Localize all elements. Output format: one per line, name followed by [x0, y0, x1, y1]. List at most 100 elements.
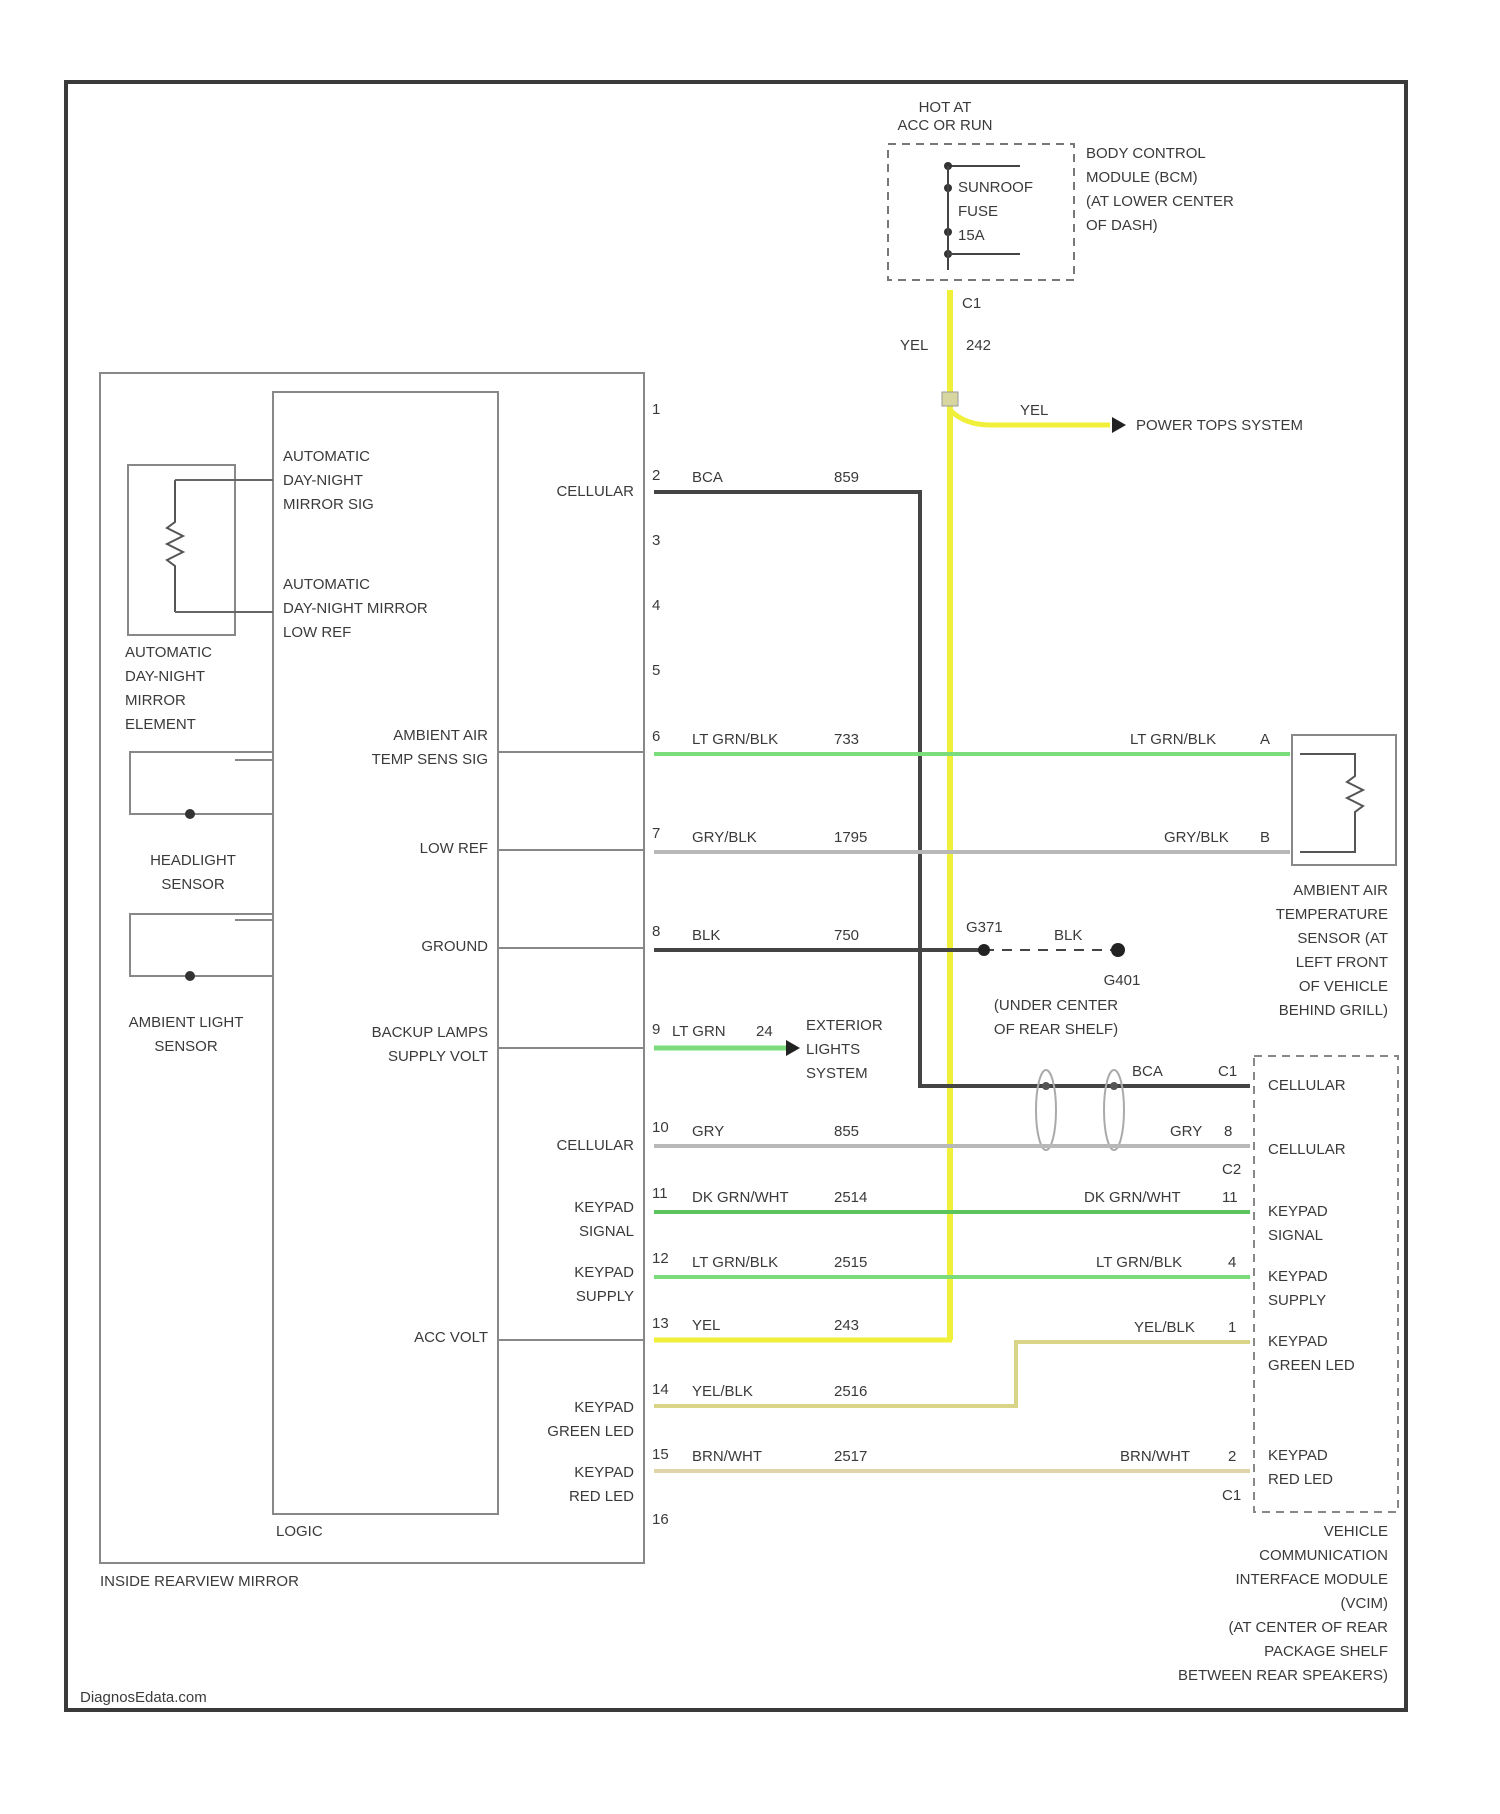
pin-16: 16: [652, 1511, 669, 1528]
pin-3: 3: [652, 532, 660, 549]
wire-14-color: YEL/BLK: [692, 1383, 753, 1400]
headlight-label-2: SENSOR: [161, 876, 225, 893]
power-tops-wire: YEL: [1020, 402, 1048, 419]
mirror-outer-label: INSIDE REARVIEW MIRROR: [100, 1573, 299, 1590]
vcim-wire-4: LT GRN/BLK: [1096, 1254, 1182, 1271]
aat-wire-b: GRY/BLK: [1164, 829, 1229, 846]
logic-backup-2: SUPPLY VOLT: [388, 1048, 488, 1065]
wire-10-circuit: 855: [834, 1123, 859, 1140]
wire-bca-circuit: 859: [834, 469, 859, 486]
wire-11-circuit: 2514: [834, 1189, 867, 1206]
aat-label-3: SENSOR (AT: [1297, 930, 1388, 947]
aat-label-1: AMBIENT AIR: [1293, 882, 1388, 899]
aat-pin-a: A: [1260, 731, 1270, 748]
ground-label-1: (UNDER CENTER: [994, 997, 1118, 1014]
vcim-name-2: CELLULAR: [1268, 1141, 1346, 1158]
bcm-circuit: 242: [966, 337, 991, 354]
diagram-frame: [66, 82, 1406, 1710]
wire-6-color: LT GRN/BLK: [692, 731, 778, 748]
aat-resistor-icon: [1300, 754, 1363, 852]
bcm-wire: YEL: [900, 337, 928, 354]
pin15-name-2: RED LED: [569, 1488, 634, 1505]
aat-wire-a: LT GRN/BLK: [1130, 731, 1216, 748]
vcim-label-5: (AT CENTER OF REAR: [1229, 1619, 1389, 1636]
pin14-name-1: KEYPAD: [574, 1399, 634, 1416]
vcim-label-2: COMMUNICATION: [1259, 1547, 1388, 1564]
hot-label-1: HOT AT: [919, 99, 972, 116]
pin11-name-1: KEYPAD: [574, 1199, 634, 1216]
splice-yel: [942, 392, 958, 406]
logic-sig-1: AUTOMATIC: [283, 448, 370, 465]
vcim-wire-1: BCA: [1132, 1063, 1163, 1080]
headlight-sensor-box: [130, 752, 273, 814]
vcim-label-7: BETWEEN REAR SPEAKERS): [1178, 1667, 1388, 1684]
vcim-pin-4: 4: [1228, 1254, 1236, 1271]
vcim-wire-5: YEL/BLK: [1134, 1319, 1195, 1336]
vcim-name-4b: SUPPLY: [1268, 1292, 1326, 1309]
fuse-label-3: 15A: [958, 227, 985, 244]
ambient-label-1: AMBIENT LIGHT: [129, 1014, 244, 1031]
mirror-element-box: [128, 465, 235, 635]
wire-bca-color: BCA: [692, 469, 723, 486]
logic-accvolt: ACC VOLT: [414, 1329, 488, 1346]
wire-13-color: YEL: [692, 1317, 720, 1334]
logic-ground: GROUND: [421, 938, 488, 955]
pin-14: 14: [652, 1381, 669, 1398]
wire-6-circuit: 733: [834, 731, 859, 748]
pin-6: 6: [652, 728, 660, 745]
ambient-label-2: SENSOR: [154, 1038, 218, 1055]
pin12-name-1: KEYPAD: [574, 1264, 634, 1281]
pin-10: 10: [652, 1119, 669, 1136]
bcm-label-4: OF DASH): [1086, 217, 1158, 234]
splice-icon: [978, 944, 990, 956]
vcim-name-6a: KEYPAD: [1268, 1447, 1328, 1464]
wire-13-circuit: 243: [834, 1317, 859, 1334]
element-label-1: AUTOMATIC: [125, 644, 212, 661]
hot-label-2: ACC OR RUN: [897, 117, 992, 134]
power-tops-label: POWER TOPS SYSTEM: [1136, 417, 1303, 434]
aat-label-2: TEMPERATURE: [1276, 906, 1388, 923]
ground-icon: [1111, 943, 1125, 957]
wire-9-circuit: 24: [756, 1023, 773, 1040]
wire-15-circuit: 2517: [834, 1448, 867, 1465]
headlight-sensor-dot: [185, 809, 195, 819]
vcim-label-3: INTERFACE MODULE: [1235, 1571, 1388, 1588]
vcim-pin-3: 11: [1222, 1189, 1238, 1206]
bcm-pin: C1: [962, 295, 981, 312]
footer-watermark: DiagnosEdata.com: [80, 1689, 207, 1706]
pin10-name: CELLULAR: [556, 1137, 634, 1154]
bcm-label-2: MODULE (BCM): [1086, 169, 1198, 186]
mirror-pins: 1 2 3 4 5 6 7 8 9 10 11 12 13 14 15 16: [652, 401, 669, 1528]
wire-14-circuit: 2516: [834, 1383, 867, 1400]
vcim-wire-6: BRN/WHT: [1120, 1448, 1190, 1465]
pin-11: 11: [652, 1185, 668, 1202]
vcim-name-3b: SIGNAL: [1268, 1227, 1323, 1244]
resistor-icon: [167, 480, 183, 612]
wire-15-color: BRN/WHT: [692, 1448, 762, 1465]
pin-2: 2: [652, 467, 660, 484]
arrow-connector-icon: [1112, 417, 1126, 433]
bcm-label-3: (AT LOWER CENTER: [1086, 193, 1234, 210]
vcim-name-5b: GREEN LED: [1268, 1357, 1355, 1374]
element-label-4: ELEMENT: [125, 716, 196, 733]
pin-9: 9: [652, 1021, 660, 1038]
vcim-label-1: VEHICLE: [1324, 1523, 1388, 1540]
pin12-name-2: SUPPLY: [576, 1288, 634, 1305]
ground-splice: G371: [966, 919, 1003, 936]
logic-ref-1: AUTOMATIC: [283, 576, 370, 593]
ambient-sensor-dot: [185, 971, 195, 981]
aat-label-5: OF VEHICLE: [1299, 978, 1388, 995]
vcim-name-5a: KEYPAD: [1268, 1333, 1328, 1350]
logic-ref-2: DAY-NIGHT MIRROR: [283, 600, 428, 617]
element-label-2: DAY-NIGHT: [125, 668, 205, 685]
ambient-sensor-box: [130, 914, 273, 976]
wire-7-color: GRY/BLK: [692, 829, 757, 846]
vcim-label-4: (VCIM): [1341, 1595, 1389, 1612]
vcim-label-6: PACKAGE SHELF: [1264, 1643, 1388, 1660]
pin11-name-2: SIGNAL: [579, 1223, 634, 1240]
vcim-pin-6: 2: [1228, 1448, 1236, 1465]
pin14-name-2: GREEN LED: [547, 1423, 634, 1440]
pin2-name: CELLULAR: [556, 483, 634, 500]
vcim-name-1: CELLULAR: [1268, 1077, 1346, 1094]
vcim-name-6b: RED LED: [1268, 1471, 1333, 1488]
